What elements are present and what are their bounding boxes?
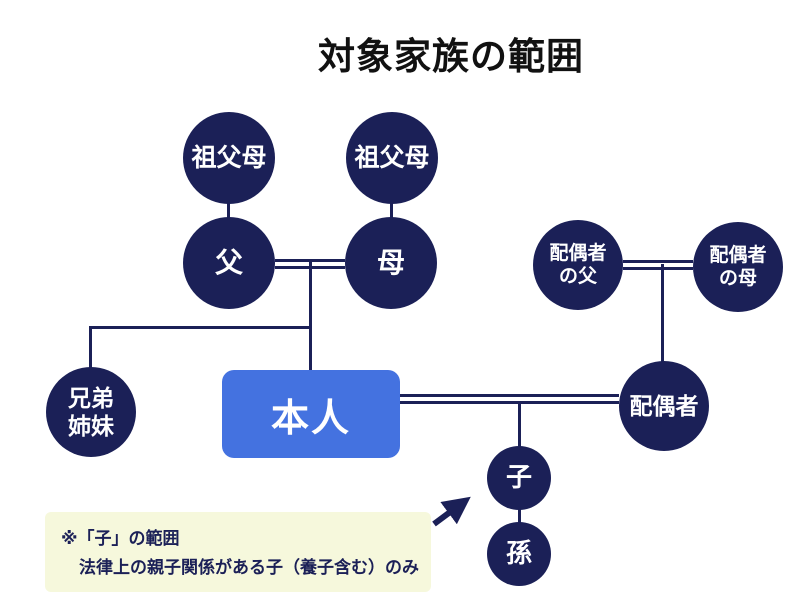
marriage-line-self-spouse bbox=[400, 394, 619, 404]
node-label: 祖父母 bbox=[354, 143, 430, 172]
node-spouse-father: 配偶者 の父 bbox=[533, 220, 623, 310]
node-label-line1: 兄弟 bbox=[68, 384, 114, 411]
connector-siblings-branch-vertical bbox=[89, 326, 92, 371]
node-father: 父 bbox=[183, 217, 275, 309]
node-label: 父 bbox=[214, 246, 243, 278]
node-label-line2: 姉妹 bbox=[68, 413, 114, 439]
node-label: 母 bbox=[376, 246, 405, 278]
node-label: 祖父母 bbox=[191, 143, 267, 172]
page-title: 対象家族の範囲 bbox=[318, 36, 584, 77]
connector-siblings-branch-horizontal bbox=[89, 326, 311, 329]
node-spouse: 配偶者 bbox=[619, 361, 709, 451]
node-spouse-mother: 配偶者 の母 bbox=[693, 222, 783, 312]
marriage-line-spouse-parents bbox=[623, 260, 693, 270]
node-label-line1: 配偶者 bbox=[709, 244, 767, 266]
child-scope-note: ※「子」の範囲 法律上の親子関係がある子（養子含む）のみ bbox=[45, 512, 431, 592]
connector-grandparents-left-father bbox=[227, 200, 230, 222]
node-label-line2: の母 bbox=[718, 268, 757, 289]
connector-marriage-child bbox=[518, 402, 521, 448]
node-siblings: 兄弟 姉妹 bbox=[46, 367, 136, 457]
node-self: 本人 bbox=[222, 370, 400, 458]
node-label: 子 bbox=[505, 462, 532, 493]
connector-spouse-parents-spouse bbox=[661, 264, 664, 364]
node-label-line1: 配偶者 bbox=[549, 242, 607, 264]
node-label-line2: の父 bbox=[558, 266, 597, 287]
node-grandparents-left: 祖父母 bbox=[183, 112, 275, 204]
note-line1: ※「子」の範囲 bbox=[61, 529, 180, 548]
node-mother: 母 bbox=[345, 217, 437, 309]
node-label: 本人 bbox=[270, 397, 351, 440]
node-child: 子 bbox=[487, 446, 551, 510]
node-grandchild: 孫 bbox=[487, 522, 551, 586]
node-grandparents-right: 祖父母 bbox=[346, 112, 438, 204]
connector-parents-self bbox=[309, 262, 312, 372]
note-line2: 法律上の親子関係がある子（養子含む）のみ bbox=[79, 557, 419, 577]
connector-child-grandchild bbox=[518, 508, 521, 524]
note-arrow-icon bbox=[432, 496, 471, 527]
node-label: 孫 bbox=[505, 538, 532, 569]
connector-grandparents-right-mother bbox=[390, 200, 393, 222]
node-label: 配偶者 bbox=[629, 392, 699, 419]
